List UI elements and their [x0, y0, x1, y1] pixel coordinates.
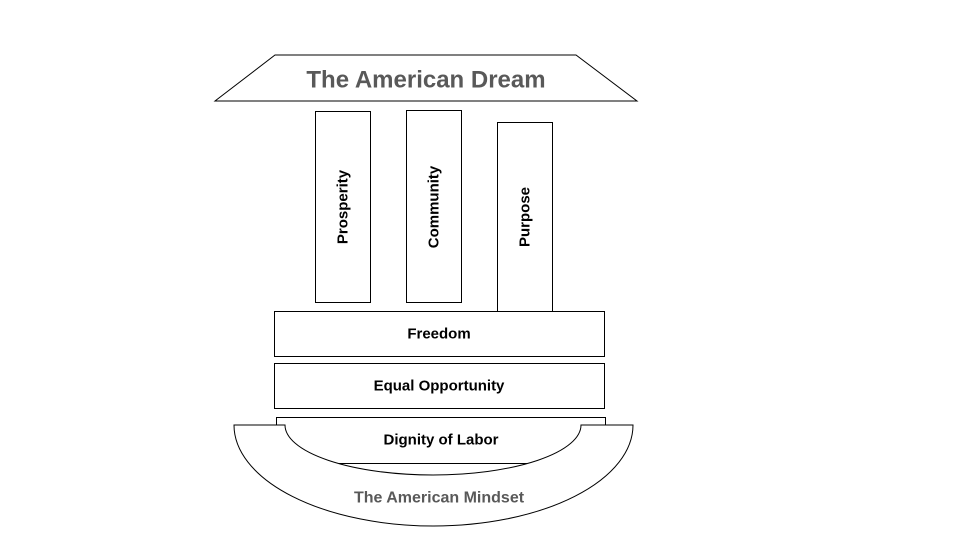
pillar-community-label: Community — [426, 165, 443, 248]
tier-equal-opportunity: Equal Opportunity — [274, 363, 605, 409]
tier-freedom: Freedom — [274, 311, 605, 357]
roof-shape — [213, 54, 639, 102]
pillar-community: Community — [406, 110, 462, 303]
pillar-purpose-shape — [497, 122, 553, 314]
base-mindset-label: The American Mindset — [354, 490, 525, 507]
tier-freedom-label: Freedom — [407, 326, 470, 343]
tier-equal-opportunity-shape — [274, 363, 605, 409]
pillar-community-shape — [406, 110, 462, 303]
pillar-prosperity: Prosperity — [315, 111, 371, 303]
roof-label: The American Dream — [306, 67, 545, 94]
pillar-prosperity-label: Prosperity — [335, 169, 352, 244]
tier-dignity-of-labor-label: Dignity of Labor — [384, 432, 499, 449]
pillar-purpose-label: Purpose — [517, 187, 534, 247]
pillar-prosperity-shape — [315, 111, 371, 303]
roof: The American Dream — [213, 54, 639, 102]
pillar-purpose: Purpose — [497, 122, 553, 314]
tier-equal-opportunity-label: Equal Opportunity — [374, 378, 505, 395]
base-mindset-shape — [233, 424, 634, 527]
tier-freedom-shape — [274, 311, 605, 357]
base-mindset: The American Mindset — [233, 424, 634, 527]
